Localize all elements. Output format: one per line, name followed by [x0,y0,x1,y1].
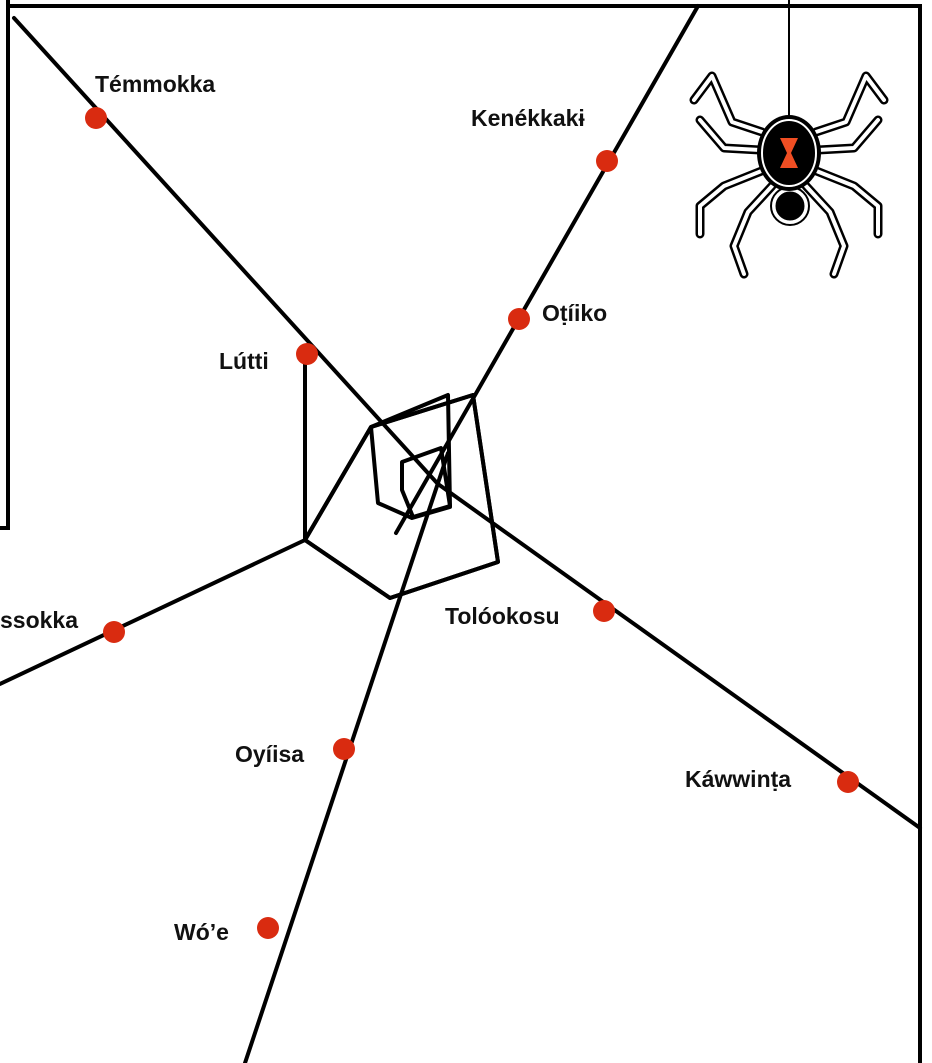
dot-lutti [296,343,318,365]
web-spirals [303,393,500,600]
label-lutti: Lútti [219,348,269,374]
dot-oyiisa [333,738,355,760]
strand-upper-right [394,4,700,535]
web-ring-middle [303,393,500,600]
strand-lower-left [0,538,307,686]
strand-lower-right [436,482,922,830]
dot-tolookosu [593,600,615,622]
markers [85,107,859,939]
dot-kawwinta [837,771,859,793]
spider-icon [689,0,889,279]
strand-upper-left [12,16,439,485]
label-ssokka: ssokka [0,607,78,633]
dot-kenekkaki [596,150,618,172]
label-kenekkaki: Kenékkakɨ [471,105,585,131]
dot-temmokka [85,107,107,129]
web-ring-outer [303,393,500,600]
label-woe: Wó’e [174,919,229,945]
label-oyiisa: Oyíisa [235,741,304,767]
labels: Témmokka Kenékkakɨ Oṭíiko Lútti ssokka T… [0,71,791,945]
web-ring-core [400,446,452,519]
label-tolookosu: Tolóokosu [445,603,560,629]
label-otiiko: Oṭíiko [542,300,607,326]
dot-woe [257,917,279,939]
label-temmokka: Témmokka [95,71,215,97]
label-kawwinta: Káwwinṭa [685,766,791,792]
dot-ssokka [103,621,125,643]
dot-otiiko [508,308,530,330]
